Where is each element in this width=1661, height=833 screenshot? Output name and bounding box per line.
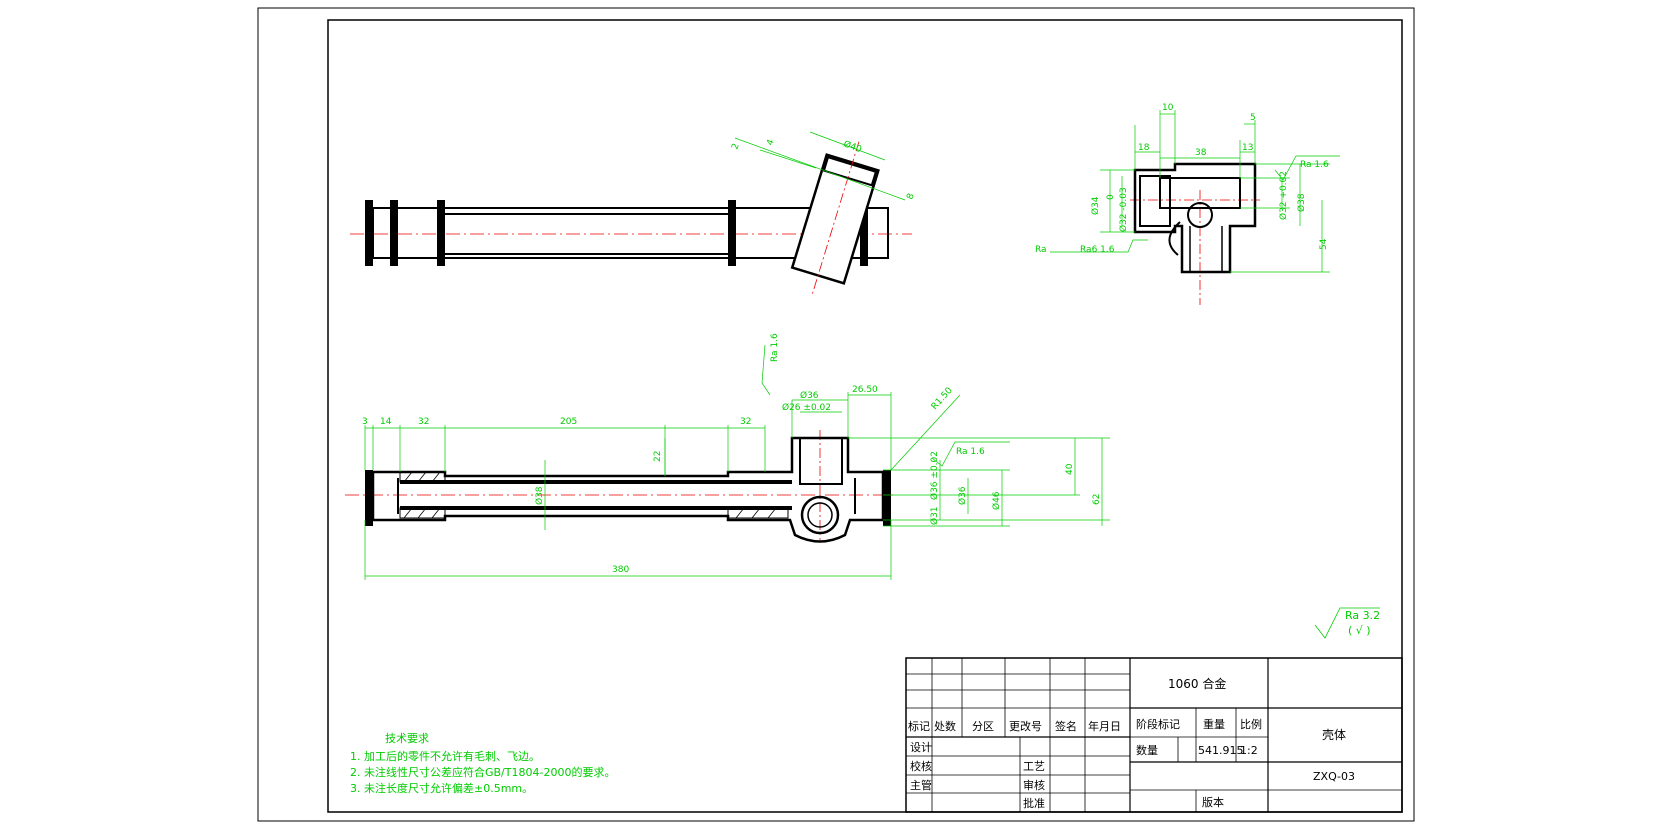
section-dim-1: 14 bbox=[380, 417, 392, 427]
tb-stage-2: 比例 bbox=[1240, 717, 1262, 731]
tech-title: 技术要求 bbox=[385, 732, 429, 745]
tb-row-0: 设计 bbox=[910, 741, 932, 754]
tb-stage-0: 阶段标记 bbox=[1136, 717, 1180, 731]
title-block-text: 1060 合金 标记 处数 分区 更改号 签名 年月日 阶段标记 重量 比例 设… bbox=[908, 676, 1355, 810]
side-dim-6: 0 bbox=[1106, 194, 1116, 200]
tb-scale: 1:2 bbox=[1240, 744, 1258, 757]
section-dim-9: 26.50 bbox=[852, 385, 878, 395]
drawing-number: ZXQ-03 bbox=[1313, 770, 1355, 783]
section-dim-4: 32 bbox=[740, 417, 751, 427]
top-view: 2 4 Ø40 8 bbox=[350, 131, 917, 297]
section-dim-0: 3 bbox=[362, 417, 368, 427]
side-dim-1: 18 bbox=[1138, 143, 1150, 153]
side-dim-8: Ø32 +0.02 bbox=[1278, 171, 1289, 220]
side-dim-10: 54 bbox=[1319, 238, 1329, 250]
tech-item-2: 2. 未注线性尺寸公差应符合GB/T1804-2000的要求。 bbox=[350, 765, 615, 779]
tech-item-1: 1. 加工后的零件不允许有毛刺、飞边。 bbox=[350, 749, 540, 763]
tb-stage-1: 重量 bbox=[1203, 717, 1225, 731]
side-roughness-2: Ra6 1.6 bbox=[1080, 245, 1115, 255]
side-dim-3: 13 bbox=[1242, 143, 1253, 153]
section-dim-10: R1.50 bbox=[930, 386, 955, 412]
section-dim-5: 22 bbox=[653, 451, 663, 462]
section-dim-3: 205 bbox=[560, 417, 577, 427]
section-dim-8: Ø26 ±0.02 bbox=[782, 402, 831, 413]
side-dim-5: Ø34 bbox=[1090, 196, 1101, 215]
tech-item-3: 3. 未注长度尺寸允许偏差±0.5mm。 bbox=[350, 781, 533, 795]
section-dim-6: Ø38 bbox=[534, 486, 545, 505]
general-roughness-value: Ra 3.2 bbox=[1345, 609, 1380, 622]
material: 1060 合金 bbox=[1168, 676, 1226, 691]
side-dim-4: 5 bbox=[1250, 113, 1256, 123]
general-roughness-symbol: Ra 3.2 ( √ ) bbox=[1314, 607, 1380, 639]
tb-version-label: 版本 bbox=[1202, 795, 1224, 809]
section-dim-2: 32 bbox=[418, 417, 429, 427]
tb-weight: 541.915 bbox=[1198, 744, 1244, 757]
side-dim-9: Ø38 bbox=[1296, 193, 1307, 212]
tb-header-0: 标记 bbox=[908, 719, 930, 733]
tb-header-1: 处数 bbox=[934, 720, 956, 733]
top-dim-0: 2 bbox=[730, 142, 741, 151]
section-dim-12: 62 bbox=[1092, 494, 1102, 505]
side-view: 10 18 38 13 5 Ø34 0 Ø32 -0.03 Ø32 +0.02 … bbox=[1035, 103, 1340, 305]
section-dim-11: 40 bbox=[1065, 463, 1075, 475]
sheet-inner-border bbox=[327, 19, 1403, 813]
part-name: 壳体 bbox=[1322, 728, 1346, 742]
side-dim-7: Ø32 -0.03 bbox=[1118, 187, 1129, 232]
sheet-outer-border bbox=[257, 7, 1415, 822]
tb-header-5: 年月日 bbox=[1088, 719, 1121, 733]
tech-requirements: 技术要求 1. 加工后的零件不允许有毛刺、飞边。 2. 未注线性尺寸公差应符合G… bbox=[350, 732, 615, 795]
side-dim-0: 10 bbox=[1162, 103, 1174, 113]
tb-header-2: 分区 bbox=[972, 720, 994, 733]
section-dim-16: Ø31 bbox=[929, 506, 940, 525]
tb-mid-2: 批准 bbox=[1023, 796, 1045, 810]
general-roughness-note: ( √ ) bbox=[1348, 624, 1371, 637]
section-dim-17: 380 bbox=[612, 565, 629, 575]
section-dim-7: Ø36 bbox=[800, 390, 819, 401]
top-dim-3: 8 bbox=[905, 192, 916, 201]
section-roughness-0: Ra 1.6 bbox=[770, 333, 780, 362]
side-dim-2: 38 bbox=[1195, 148, 1207, 158]
top-dim-2: Ø40 bbox=[842, 138, 863, 155]
tb-mid-1: 审核 bbox=[1023, 778, 1045, 792]
side-roughness-1: Ra bbox=[1035, 245, 1047, 255]
title-block bbox=[905, 657, 1403, 813]
tb-header-3: 更改号 bbox=[1009, 719, 1042, 733]
tb-mid-0: 工艺 bbox=[1023, 760, 1045, 773]
section-dim-15: Ø46 bbox=[991, 491, 1002, 510]
tb-header-4: 签名 bbox=[1055, 719, 1077, 733]
tb-row-2: 主管 bbox=[910, 778, 932, 792]
section-dim-14: Ø36 bbox=[957, 486, 968, 505]
top-dim-1: 4 bbox=[765, 138, 776, 147]
section-dim-13: Ø36 ±0.02 bbox=[929, 451, 940, 500]
tb-row-1: 校核 bbox=[910, 759, 932, 773]
section-view: 3 14 32 205 32 22 Ø38 Ø36 Ø26 ±0.02 26.5… bbox=[345, 333, 1110, 580]
section-roughness-1: Ra 1.6 bbox=[956, 447, 985, 457]
tb-qty-label: 数量 bbox=[1136, 744, 1158, 757]
side-roughness-0: Ra 1.6 bbox=[1300, 160, 1329, 170]
